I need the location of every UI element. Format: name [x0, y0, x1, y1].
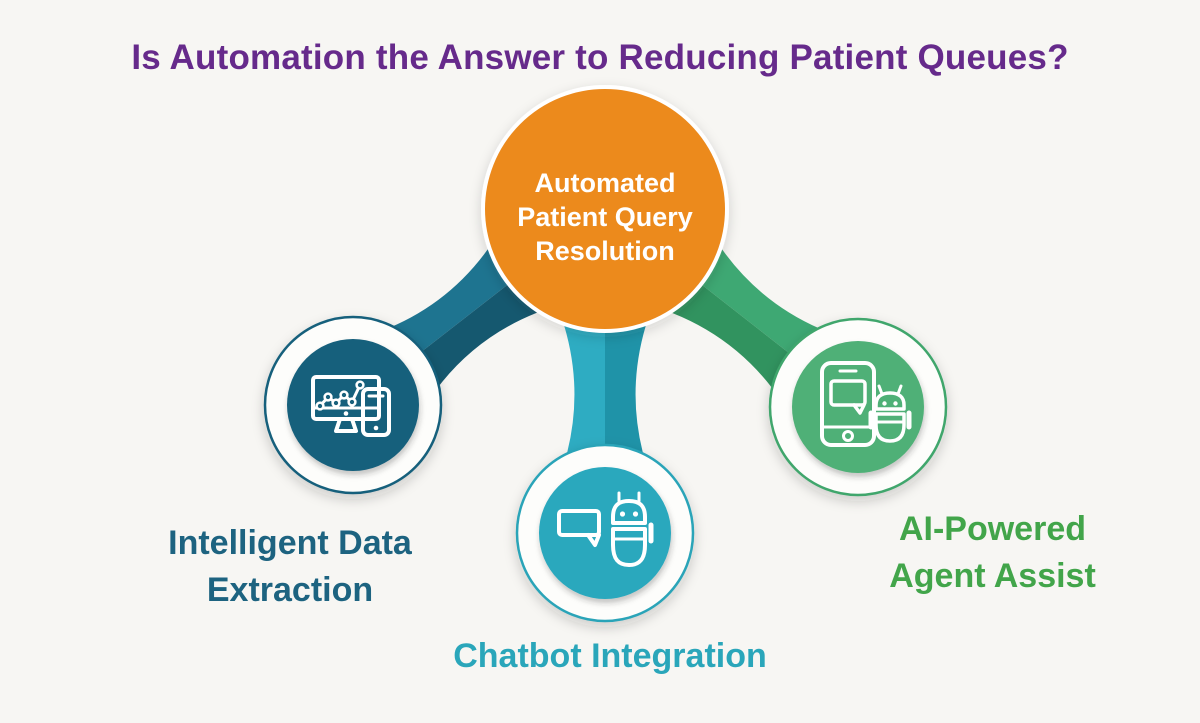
- center-label-line: Automated: [534, 168, 676, 198]
- label-intelligent-data-extraction: Intelligent Data Extraction: [110, 520, 470, 614]
- center-node-label: Automated Patient Query Resolution: [495, 166, 715, 268]
- node-center-automated-patient-query-resolution: [481, 85, 729, 333]
- label-line: Extraction: [206, 571, 374, 609]
- page-title: Is Automation the Answer to Reducing Pat…: [131, 38, 1069, 77]
- node-intelligent-data-extraction: [263, 315, 443, 495]
- chat-bubble-robot-icon: [557, 491, 654, 567]
- node-ai-powered-agent-assist: [768, 317, 948, 497]
- phone-chat-robot-icon: [820, 361, 912, 447]
- node-chatbot-integration: [515, 443, 695, 623]
- label-line: Agent Assist: [889, 557, 1096, 595]
- label-ai-powered-agent-assist: AI-Powered Agent Assist: [820, 506, 1165, 600]
- monitor-analytics-phone-icon: [311, 375, 391, 437]
- center-label-line: Resolution: [535, 236, 675, 266]
- center-circle: [481, 85, 729, 333]
- center-label-line: Patient Query: [517, 202, 693, 232]
- label-line: AI-Powered: [898, 510, 1087, 548]
- label-chatbot-integration: Chatbot Integration: [410, 633, 810, 680]
- label-line: Intelligent Data: [168, 524, 412, 562]
- label-line: Chatbot Integration: [453, 637, 767, 675]
